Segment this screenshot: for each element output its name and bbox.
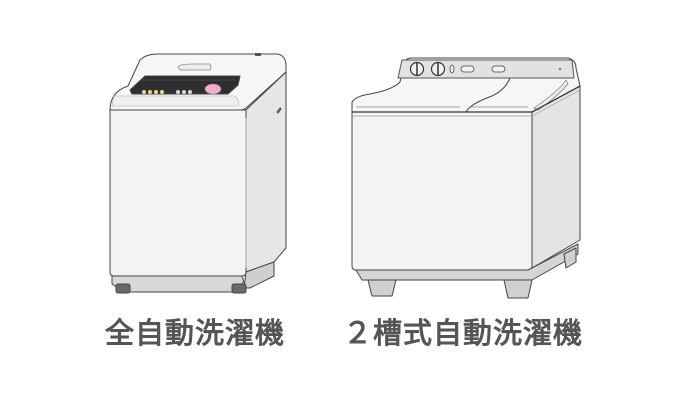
twin-tub-washer <box>351 57 581 299</box>
caption-twin-tub: ２槽式自動洗濯機 <box>343 316 584 350</box>
caption-fully-automatic: 全自動洗濯機 <box>105 316 286 350</box>
fully-automatic-washer <box>109 53 287 294</box>
